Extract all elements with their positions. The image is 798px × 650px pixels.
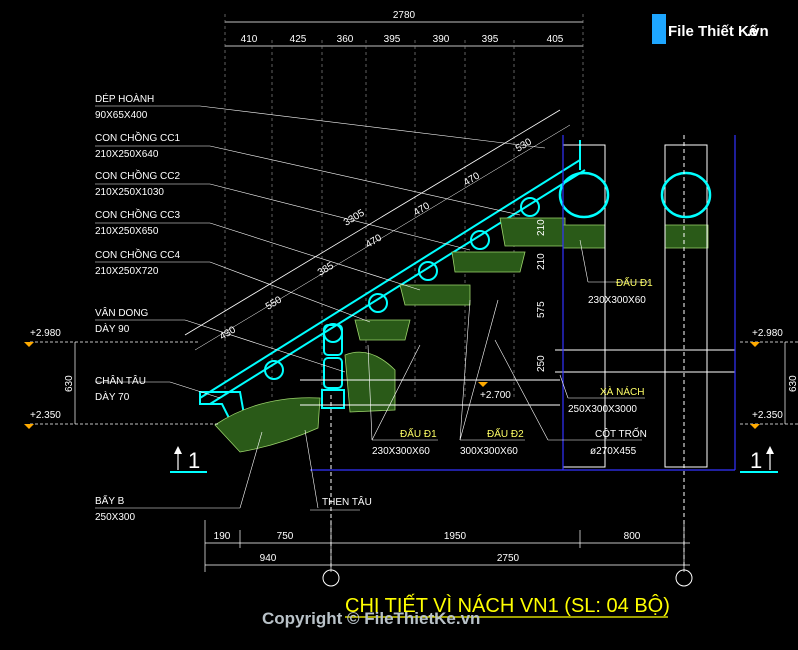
label-chan-tau-size: DÀY 70 — [95, 390, 130, 403]
label-chan-tau: CHÂN TÂU — [95, 374, 146, 387]
dim-total-top: 2780 — [393, 10, 416, 21]
slope-dimension — [184, 109, 571, 351]
bottom-dim-5: 940 — [260, 553, 277, 564]
label-xa-nach-size: 250X300X3000 — [568, 404, 637, 415]
mid-vert-dim-4: 250 — [536, 355, 547, 372]
slope-dim-2: 550 — [264, 294, 284, 312]
labels-left: DÉP HOÀNH 90X65X400 CON CHỒNG CC1 210X25… — [95, 92, 372, 523]
then-tau-leader — [304, 429, 319, 509]
section-marker-right: 1 — [740, 446, 778, 473]
dim-top-6: 395 — [482, 34, 499, 45]
hanging-post — [321, 324, 345, 409]
label-van-dong: VÂN DONG — [95, 306, 149, 319]
bottom-dim-2: 750 — [277, 531, 294, 542]
labels-bottom: ĐẤU Đ1 230X300X60 ĐẤU Đ2 300X300X60 CỘT … — [372, 276, 653, 457]
label-cc3: CON CHỒNG CC3 — [95, 208, 180, 221]
slope-dim-total: 3305 — [342, 207, 367, 228]
mid-vert-dim-2: 210 — [536, 253, 547, 270]
bottom-dim-4: 800 — [624, 531, 641, 542]
label-dep-hoanh-size: 90X65X400 — [95, 110, 148, 121]
level-right-bottom: +2.350 — [752, 410, 783, 421]
logo-part1: File — [668, 23, 694, 40]
label-cc1: CON CHỒNG CC1 — [95, 131, 180, 144]
dim-top-1: 410 — [241, 34, 258, 45]
label-cc2: CON CHỒNG CC2 — [95, 169, 180, 182]
label-dau-d2-size: 300X300X60 — [460, 446, 518, 457]
level-mid: +2.700 — [480, 390, 511, 401]
columns-right — [300, 144, 735, 468]
level-left-top: +2.980 — [30, 328, 61, 339]
bottom-dim-6: 2750 — [497, 553, 520, 564]
label-then-tau: THEN TÂU — [322, 495, 372, 508]
dim-top-4: 395 — [384, 34, 401, 45]
dim-top-3: 360 — [337, 34, 354, 45]
label-dau-d2: ĐẤU Đ2 — [487, 427, 524, 440]
section-mark-right: 1 — [750, 448, 762, 473]
label-dau-right-size: 230X300X60 — [588, 295, 646, 306]
left-vert-dim: 630 — [64, 375, 75, 392]
level-mid-marker — [478, 382, 488, 387]
label-cc1-size: 210X250X640 — [95, 149, 159, 160]
level-left-bottom: +2.350 — [30, 410, 61, 421]
right-vert-dim: 630 — [788, 375, 798, 392]
label-bay-size: 250X300 — [95, 512, 135, 523]
left-levels — [24, 341, 220, 429]
level-right-top: +2.980 — [752, 328, 783, 339]
leader-lines-bottom — [367, 239, 650, 441]
bottom-dimension-chain — [204, 520, 690, 572]
section-marker-left: 1 — [170, 446, 207, 473]
carved-ornaments — [214, 217, 709, 453]
mid-vert-dim-1: 210 — [536, 219, 547, 236]
section-mark-left: 1 — [188, 448, 200, 473]
site-logo: File Thiết Kế .vn — [652, 14, 769, 44]
label-van-dong-size: DÀY 90 — [95, 322, 130, 335]
bottom-dim-1: 190 — [214, 531, 231, 542]
label-cc3-size: 210X250X650 — [95, 226, 159, 237]
slope-dim-1: 430 — [218, 324, 238, 342]
label-cc2-size: 210X250X1030 — [95, 187, 164, 198]
top-dimension-chain — [224, 14, 584, 400]
slope-dim-3: 385 — [316, 260, 336, 278]
mid-vert-dim-3: 575 — [536, 301, 547, 318]
label-cot-tron-size: ø270X455 — [590, 446, 637, 457]
label-cot-tron: CỘT TRỐN — [595, 426, 647, 440]
label-dau-right: ĐẤU Đ1 — [616, 276, 653, 289]
right-levels — [740, 341, 798, 429]
label-bay: BẨY B — [95, 494, 125, 507]
label-dau-d1: ĐẤU Đ1 — [400, 427, 437, 440]
copyright-watermark: Copyright © FileThietKe.vn — [262, 609, 480, 628]
label-dau-d1-size: 230X300X60 — [372, 446, 430, 457]
dim-top-2: 425 — [290, 34, 307, 45]
label-xa-nach: XÀ NÁCH — [600, 385, 644, 398]
slope-dim-4: 470 — [364, 232, 384, 250]
label-dep-hoanh: DÉP HOÀNH — [95, 92, 154, 105]
logo-part2: Thiết Kế — [698, 23, 758, 40]
label-cc4: CON CHỒNG CC4 — [95, 248, 180, 261]
dim-top-5: 390 — [433, 34, 450, 45]
column-capitals — [310, 135, 736, 471]
leader-lines-left — [95, 105, 546, 509]
drawing-title: CHI TIẾT VÌ NÁCH VN1 (SL: 04 BỘ) — [345, 594, 670, 617]
logo-part3: .vn — [747, 23, 769, 40]
bottom-dim-3: 1950 — [444, 531, 467, 542]
dim-top-7: 405 — [547, 34, 564, 45]
label-cc4-size: 210X250X720 — [95, 266, 159, 277]
